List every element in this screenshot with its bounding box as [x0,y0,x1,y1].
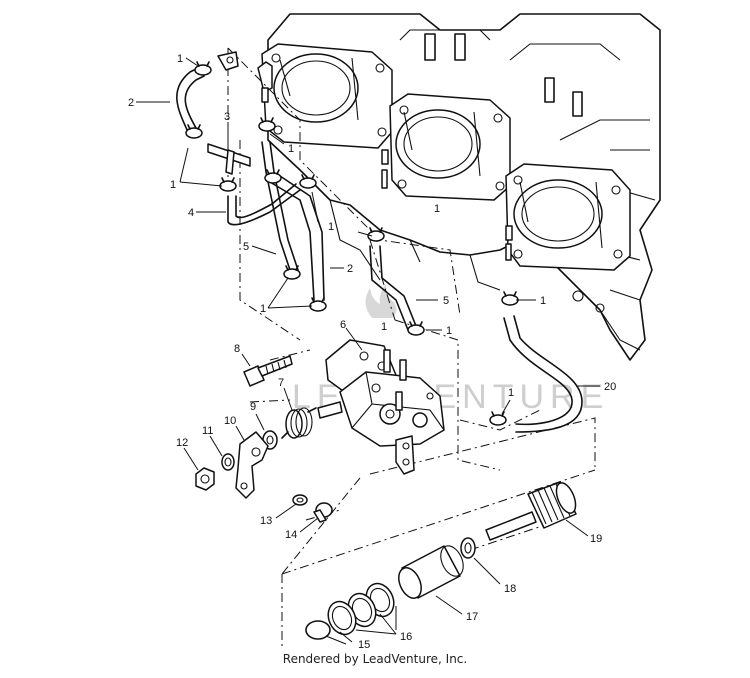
callout-8: 8 [234,343,240,355]
hoses [176,67,583,433]
spring-7 [281,407,317,439]
callout-20: 20 [604,381,616,393]
washer-11 [221,453,235,471]
callout-1-f: 1 [540,295,546,307]
lever-10 [235,431,269,499]
callout-1-i: 1 [434,203,440,215]
callout-13: 13 [260,515,272,527]
callout-1-c: 1 [288,143,294,155]
callout-1-a: 1 [177,53,183,65]
callout-1-b: 1 [170,179,176,191]
callout-1-g: 1 [446,325,452,337]
callout-4: 4 [188,207,194,219]
render-credit: Rendered by LeadVenture, Inc. [282,652,468,666]
callout-12: 12 [176,437,188,449]
callout-1-h: 1 [381,321,387,333]
nut-12 [195,467,215,491]
callout-10: 10 [224,415,236,427]
callout-1-d: 1 [328,221,334,233]
callout-1-j: 1 [508,387,514,399]
circlip-15 [305,620,331,640]
washer-13 [292,494,308,506]
callout-15: 15 [358,639,370,651]
hose-clamps [185,51,519,426]
callout-1-e: 1 [260,303,266,315]
callout-3: 3 [224,111,230,123]
callout-18: 18 [504,583,516,595]
bushing-17 [398,545,464,599]
callout-labels: 1 2 3 1 1 1 4 5 2 1 5 1 1 6 1 1 8 7 9 10… [128,53,616,651]
callout-9: 9 [250,401,256,413]
bolt-8 [243,355,293,387]
gear-shaft-19 [485,481,577,541]
callout-7: 7 [278,377,284,389]
leader-lines [136,57,600,645]
oil-pump [317,339,445,475]
callout-11: 11 [202,425,213,437]
callout-14: 14 [285,529,297,541]
o-ring-18 [460,537,476,559]
callout-19: 19 [590,533,602,545]
callout-5-b: 5 [443,295,449,307]
shims-16 [327,582,395,636]
callout-16: 16 [400,631,412,643]
screw-14 [313,502,333,523]
callout-5-a: 5 [243,241,249,253]
engine-block [257,13,661,361]
callout-6: 6 [340,319,346,331]
callout-2-a: 2 [128,97,134,109]
callout-17: 17 [466,611,478,623]
callout-2-b: 2 [347,263,353,275]
